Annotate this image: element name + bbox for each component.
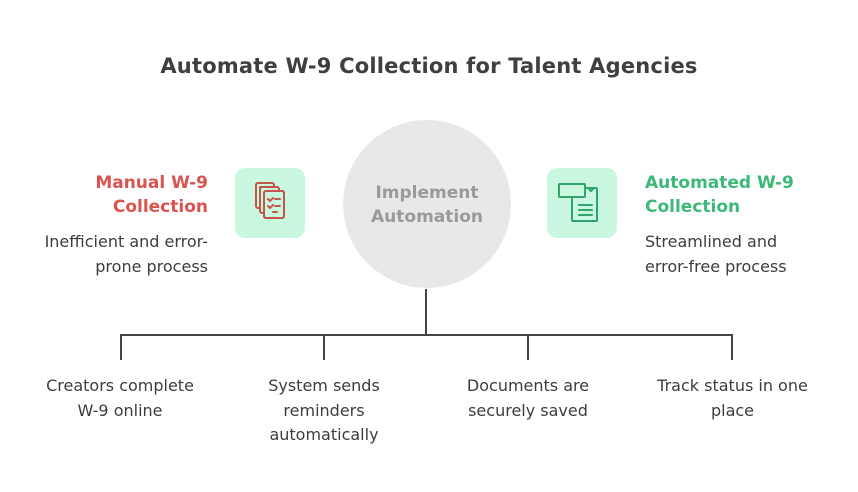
automated-collection-description: Streamlined and error-free process [645, 232, 787, 276]
step-documents-saved: Documents are securely saved [466, 376, 590, 420]
center-circle [343, 120, 511, 288]
automated-collection-title: Automated W-9 Collection [645, 173, 794, 217]
step-creators-complete: Creators complete W-9 online [46, 376, 194, 420]
step-system-reminders: System sends reminders automatically [268, 376, 380, 444]
manual-icon-box [235, 168, 305, 238]
manual-collection-title: Manual W-9 Collection [95, 173, 208, 217]
branch-connector-2 [323, 334, 325, 360]
center-connector [425, 289, 427, 335]
step-track-status: Track status in one place [657, 376, 808, 420]
branch-connector-1 [120, 334, 122, 360]
branch-connector-3 [527, 334, 529, 360]
diagram-title: Automate W-9 Collection for Talent Agenc… [160, 54, 698, 78]
automated-form-icon [558, 183, 598, 222]
stacked-checklist-documents-icon [255, 182, 285, 219]
manual-collection-description: Inefficient and error-prone process [44, 232, 208, 276]
branch-connector-4 [731, 334, 733, 360]
horizontal-connector [120, 334, 733, 336]
center-label: Implement Automation [371, 183, 483, 227]
automated-icon-box [547, 168, 617, 238]
